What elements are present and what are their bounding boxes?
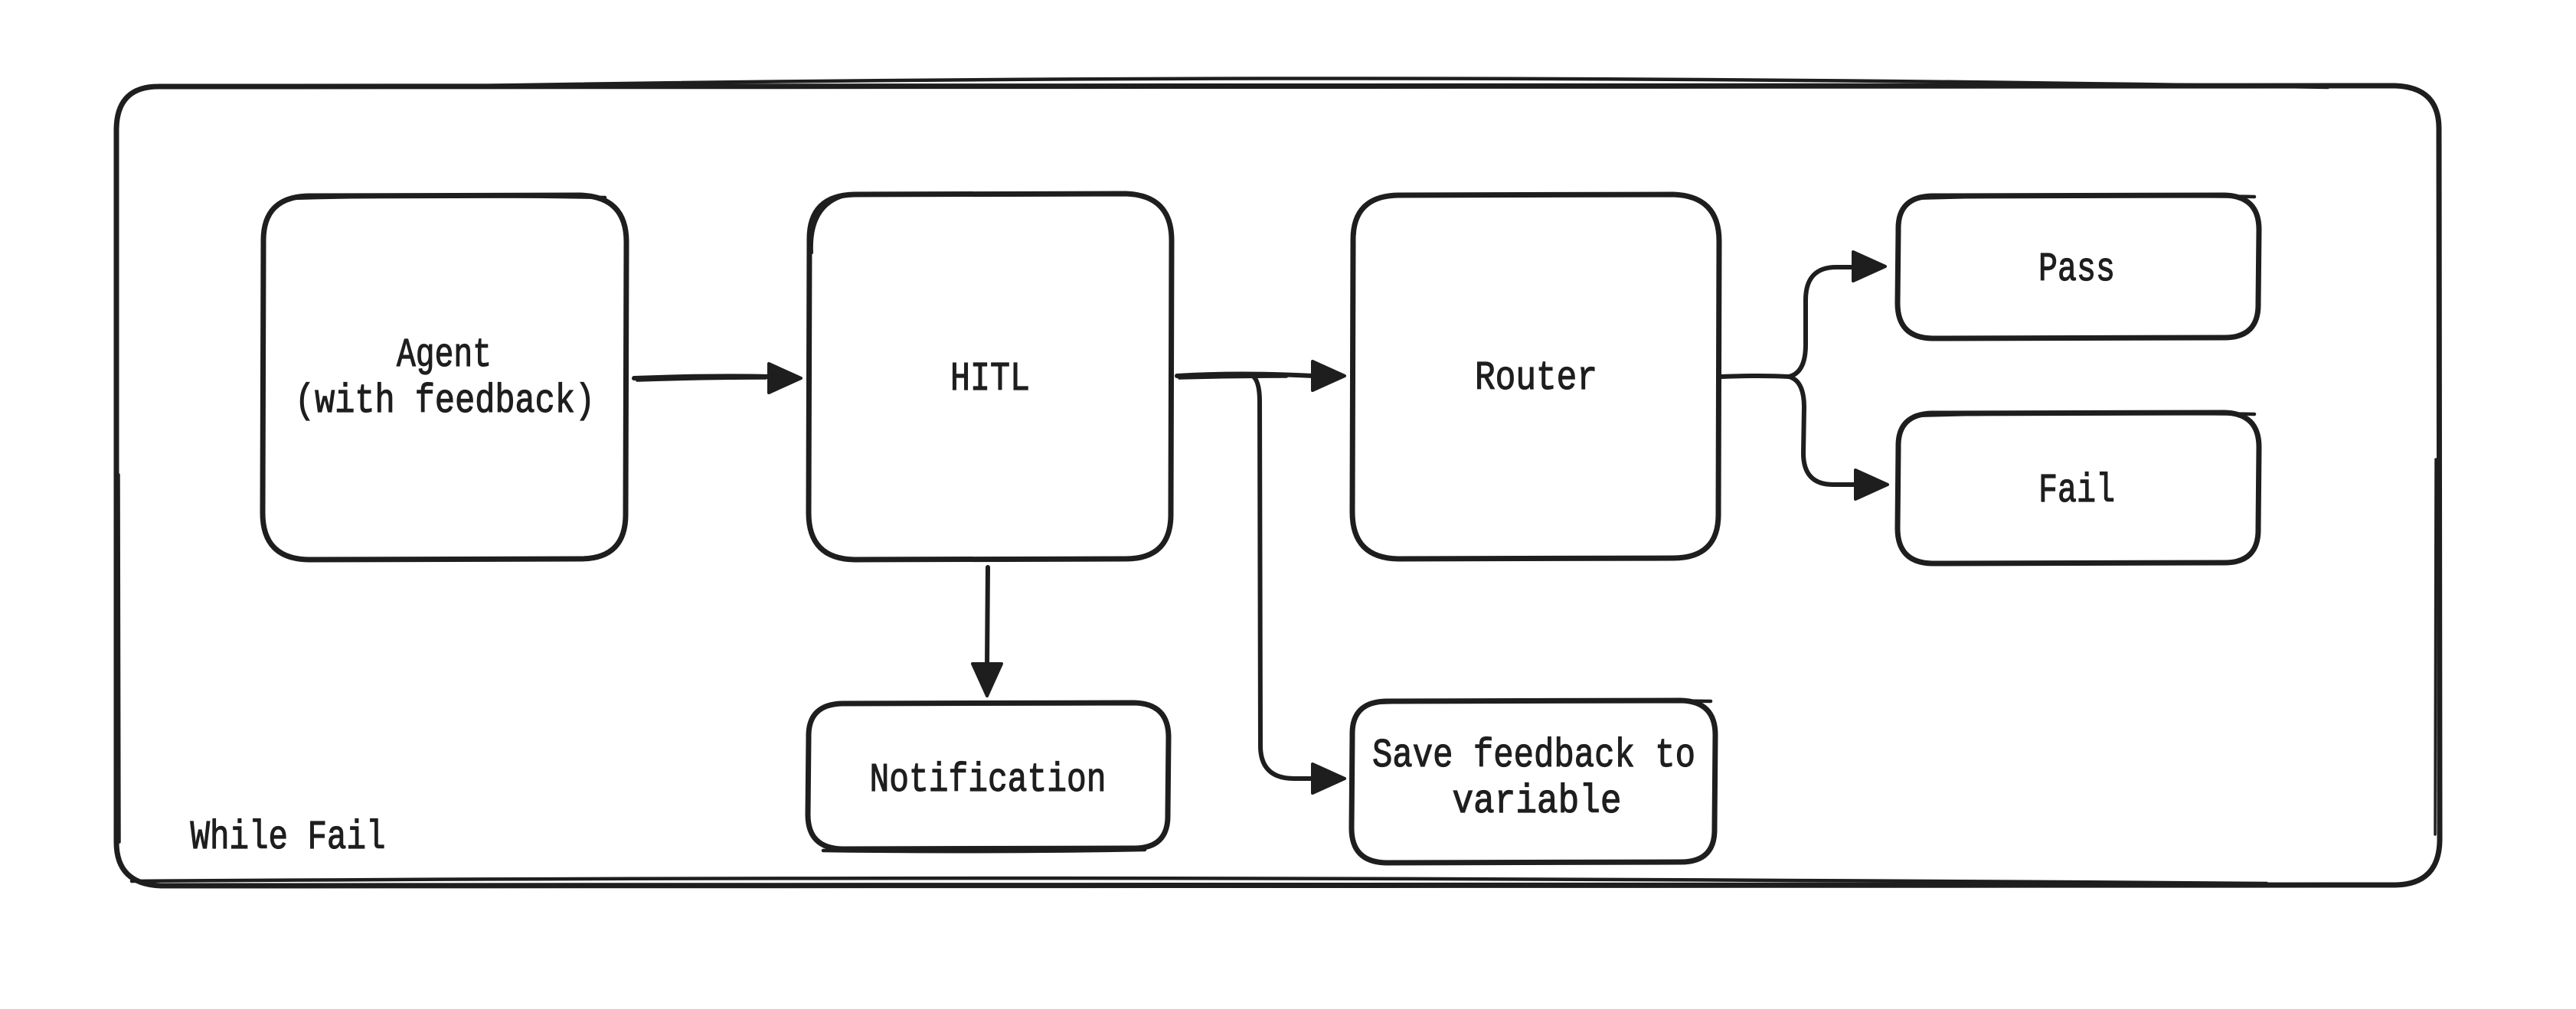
svg-text:Save feedback to: Save feedback to <box>1372 733 1695 779</box>
svg-text:Pass: Pass <box>2038 247 2115 292</box>
svg-text:Notification: Notification <box>870 757 1107 803</box>
svg-text:variable: variable <box>1453 779 1622 825</box>
svg-text:Fail: Fail <box>2038 468 2115 514</box>
svg-text:Router: Router <box>1475 355 1597 401</box>
svg-text:Agent: Agent <box>397 332 492 378</box>
svg-text:While Fail: While Fail <box>191 815 386 860</box>
svg-text:HITL: HITL <box>950 356 1030 402</box>
svg-text:(with feedback): (with feedback) <box>295 378 595 424</box>
